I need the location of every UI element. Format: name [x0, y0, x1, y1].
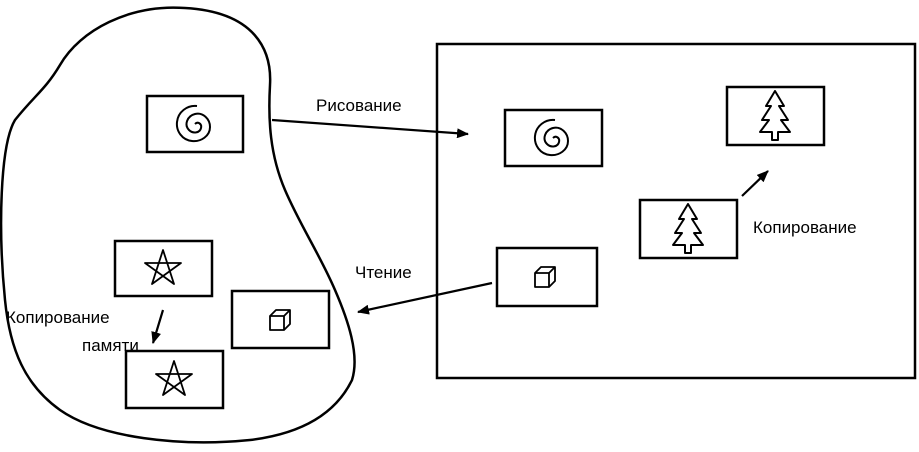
screen-spiral-image [503, 108, 604, 168]
memory-cube-image [230, 289, 331, 350]
memory-star-image-top [113, 239, 214, 298]
memcopy-arrow [151, 309, 165, 344]
screen-cube-image [495, 246, 599, 308]
read-label: Чтение [355, 263, 412, 282]
memory-spiral-image [145, 94, 245, 154]
screen-tree-image-bottom [638, 198, 739, 260]
screen-tree-image-top [725, 85, 826, 147]
draw-arrow [271, 118, 469, 139]
memory-region [0, 6, 356, 444]
copy-label: Копирование [753, 218, 857, 237]
read-arrow [357, 281, 493, 315]
draw-label: Рисование [316, 96, 402, 115]
copy-arrow [741, 170, 769, 197]
memory-star-image-bottom [124, 349, 225, 410]
memcopy-label-line2: памяти [82, 336, 139, 355]
memcopy-label-line1: Копирование [6, 308, 110, 327]
